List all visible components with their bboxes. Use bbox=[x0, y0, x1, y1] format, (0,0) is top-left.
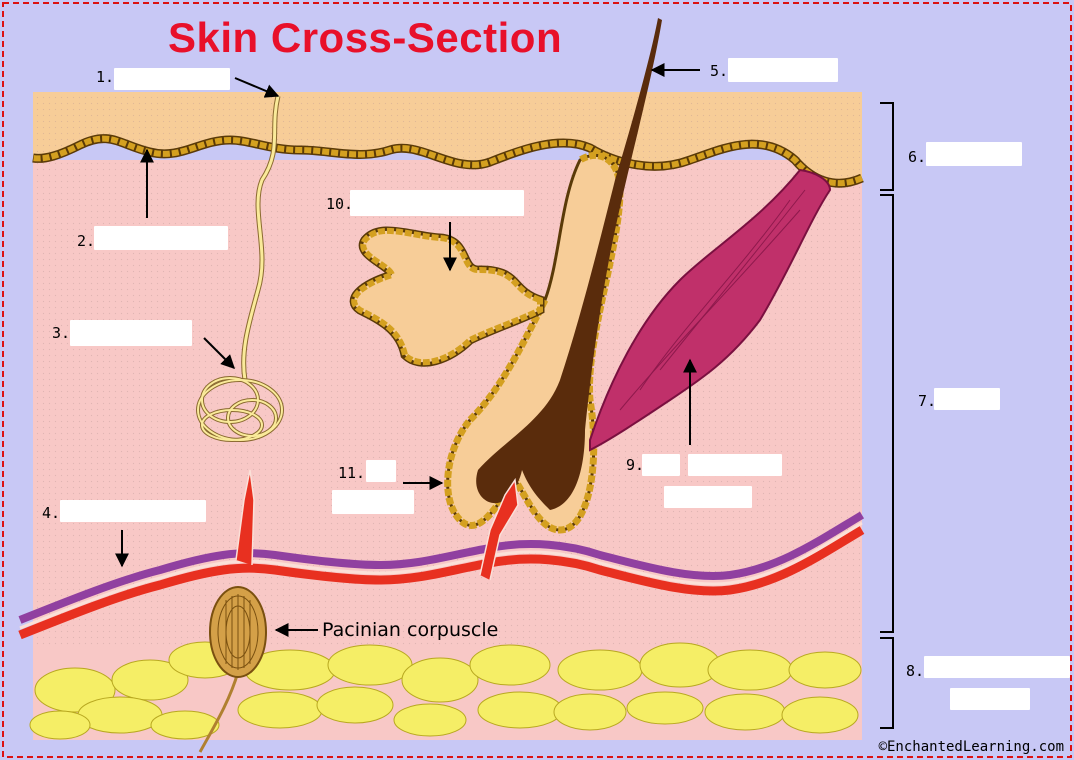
label-6: 6. bbox=[908, 148, 926, 166]
answer-box-6[interactable] bbox=[926, 142, 1022, 166]
label-2: 2. bbox=[77, 232, 95, 250]
answer-box-10[interactable] bbox=[350, 190, 524, 216]
answer-box-9b[interactable] bbox=[688, 454, 782, 476]
answer-box-11a[interactable] bbox=[366, 460, 396, 482]
answer-box-8b[interactable] bbox=[950, 688, 1030, 710]
answer-box-9a[interactable] bbox=[642, 454, 680, 476]
answer-box-9c[interactable] bbox=[664, 486, 752, 508]
pacinian-corpuscle bbox=[210, 587, 266, 677]
answer-box-1[interactable] bbox=[114, 68, 230, 90]
label-1: 1. bbox=[96, 68, 114, 86]
answer-box-5[interactable] bbox=[728, 58, 838, 82]
answer-box-8a[interactable] bbox=[924, 656, 1070, 678]
diagram-title: Skin Cross-Section bbox=[168, 14, 562, 62]
answer-box-4[interactable] bbox=[60, 500, 206, 522]
label-8: 8. bbox=[906, 662, 924, 680]
pacinian-caption: Pacinian corpuscle bbox=[322, 619, 498, 641]
label-5: 5. bbox=[710, 62, 728, 80]
copyright-credit: ©EnchantedLearning.com bbox=[879, 739, 1064, 755]
label-11: 11. bbox=[338, 464, 365, 482]
label-3: 3. bbox=[52, 324, 70, 342]
answer-box-11b[interactable] bbox=[332, 490, 414, 514]
answer-box-7[interactable] bbox=[934, 388, 1000, 410]
answer-box-2[interactable] bbox=[94, 226, 228, 250]
label-4: 4. bbox=[42, 504, 60, 522]
answer-box-3[interactable] bbox=[70, 320, 192, 346]
